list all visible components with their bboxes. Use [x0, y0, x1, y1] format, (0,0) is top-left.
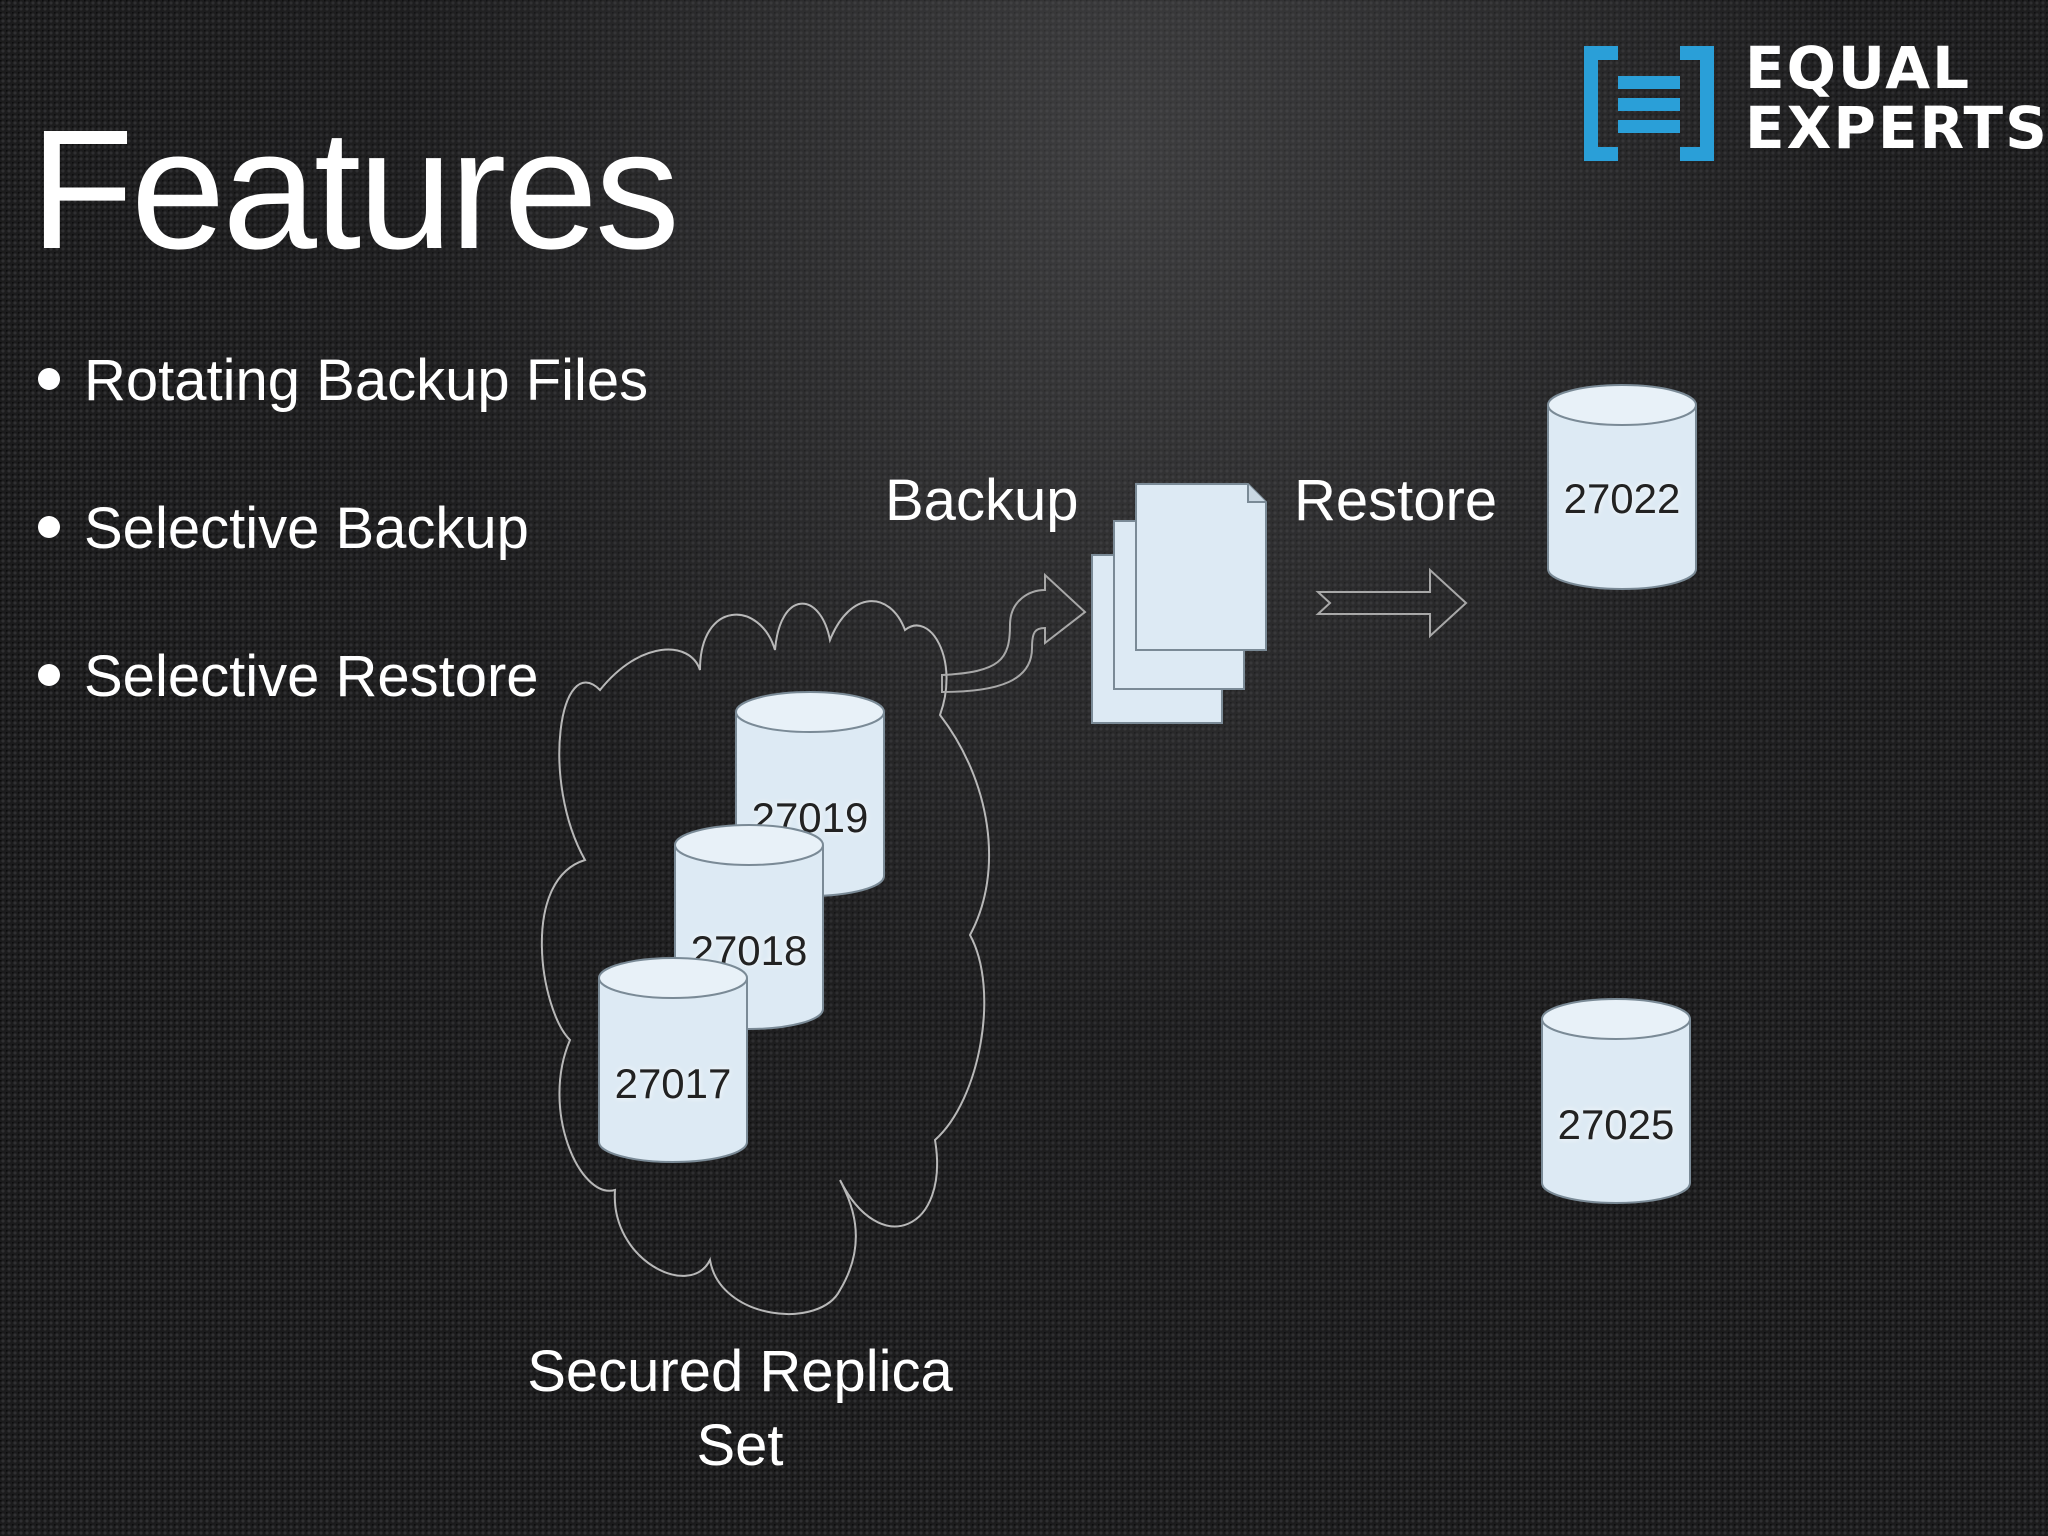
logo-line-2: EXPERTS — [1745, 94, 2048, 162]
caption-line-1: Secured Replica — [527, 1339, 953, 1404]
logo-wordmark: EQUAL EXPERTS — [1745, 38, 2048, 158]
bullet-item-selective-backup: Selective Backup — [38, 500, 529, 558]
replica-set-caption: Secured Replica Set — [480, 1335, 1000, 1483]
database-node: 27019 — [734, 690, 886, 900]
replica-set-cloud-icon — [540, 600, 991, 1315]
database-icon — [1541, 998, 1691, 1204]
caption-line-2: Set — [696, 1413, 784, 1478]
backup-label: Backup — [885, 468, 1079, 533]
restore-label: Restore — [1294, 468, 1498, 533]
slide-title: Features — [30, 95, 680, 285]
bullet-text: Selective Restore — [84, 644, 539, 709]
bullet-dot — [38, 515, 60, 538]
bullet-text: Rotating Backup Files — [84, 348, 649, 413]
database-icon — [1547, 384, 1697, 590]
bullet-item-rotating-backup: Rotating Backup Files — [38, 352, 648, 410]
equal-experts-logo-icon — [1584, 46, 1714, 161]
database-port-label: 27022 — [1563, 475, 1681, 522]
bullet-dot — [38, 367, 60, 390]
bullet-item-selective-restore: Selective Restore — [38, 648, 539, 706]
database-port-label: 27017 — [614, 1060, 732, 1107]
database-port-label: 27025 — [1557, 1101, 1675, 1148]
database-icon — [598, 957, 748, 1163]
logo-line-1: EQUAL — [1745, 34, 1972, 102]
backup-arrow-icon — [941, 572, 1087, 694]
bullet-dot — [38, 663, 60, 686]
bullet-text: Selective Backup — [84, 496, 529, 561]
database-node: 27017 — [597, 956, 749, 1166]
backup-files-icon — [1091, 483, 1267, 724]
database-node: 27022 — [1546, 383, 1698, 593]
database-node: 27025 — [1540, 997, 1692, 1207]
restore-arrow-icon — [1315, 567, 1468, 639]
